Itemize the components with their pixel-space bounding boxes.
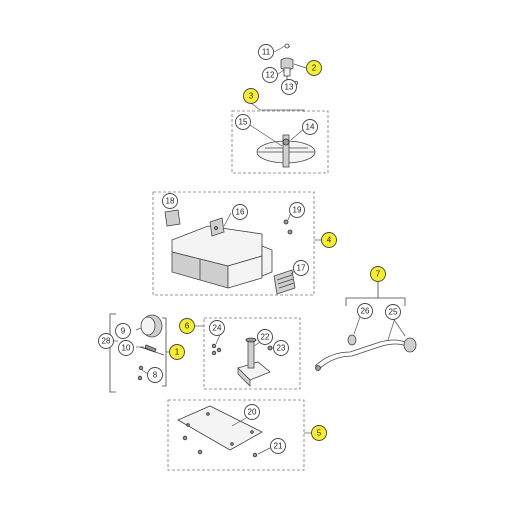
callout-part-8: 8 xyxy=(147,367,163,383)
callout-group-3: 3 xyxy=(243,88,259,104)
callout-part-23: 23 xyxy=(273,340,289,356)
callout-part-16: 16 xyxy=(232,204,248,220)
svg-text:3: 3 xyxy=(249,92,254,101)
callout-part-13: 13 xyxy=(281,79,297,95)
svg-text:23: 23 xyxy=(277,344,286,353)
callout-part-15: 15 xyxy=(235,114,251,130)
svg-text:19: 19 xyxy=(293,206,302,215)
svg-text:17: 17 xyxy=(297,264,306,273)
callout-part-19: 19 xyxy=(289,202,305,218)
svg-text:16: 16 xyxy=(236,208,245,217)
svg-text:18: 18 xyxy=(166,197,175,206)
svg-text:21: 21 xyxy=(274,442,283,451)
svg-text:5: 5 xyxy=(317,429,322,438)
svg-text:15: 15 xyxy=(239,118,248,127)
callout-part-25: 25 xyxy=(385,304,401,320)
callout-part-11: 11 xyxy=(258,44,274,60)
callout-group-1: 1 xyxy=(169,344,185,360)
assembly-1 xyxy=(109,313,172,393)
svg-text:8: 8 xyxy=(153,371,158,380)
svg-text:9: 9 xyxy=(121,327,126,336)
assembly-3 xyxy=(231,102,329,174)
assembly-5 xyxy=(167,399,312,471)
assembly-7 xyxy=(314,281,417,371)
callout-group-6: 6 xyxy=(179,318,195,334)
svg-text:10: 10 xyxy=(122,344,131,353)
svg-text:6: 6 xyxy=(185,322,190,331)
svg-text:24: 24 xyxy=(213,324,222,333)
svg-text:11: 11 xyxy=(262,48,271,57)
callout-part-18: 18 xyxy=(162,193,178,209)
callout-part-9: 9 xyxy=(115,323,131,339)
svg-text:14: 14 xyxy=(306,123,315,132)
callout-part-26: 26 xyxy=(357,303,373,319)
svg-text:22: 22 xyxy=(261,333,270,342)
callout-group-5: 5 xyxy=(311,425,327,441)
assembly-6 xyxy=(194,317,301,390)
assembly-4 xyxy=(152,191,322,296)
assembly-2 xyxy=(273,43,307,87)
svg-text:20: 20 xyxy=(248,408,257,417)
callout-part-14: 14 xyxy=(302,119,318,135)
callout-part-28: 28 xyxy=(98,333,114,349)
callout-part-17: 17 xyxy=(293,260,309,276)
callout-part-22: 22 xyxy=(257,329,273,345)
callout-group-4: 4 xyxy=(321,232,337,248)
callout-group-2: 2 xyxy=(306,60,322,76)
svg-text:4: 4 xyxy=(327,236,332,245)
svg-text:2: 2 xyxy=(312,64,317,73)
callout-part-24: 24 xyxy=(209,320,225,336)
svg-text:26: 26 xyxy=(361,307,370,316)
svg-text:12: 12 xyxy=(266,71,275,80)
svg-text:28: 28 xyxy=(102,337,111,346)
callout-part-12: 12 xyxy=(262,67,278,83)
svg-text:7: 7 xyxy=(376,270,381,279)
callout-part-10: 10 xyxy=(118,340,134,356)
callout-group-7: 7 xyxy=(370,266,386,282)
svg-text:13: 13 xyxy=(285,83,294,92)
svg-text:1: 1 xyxy=(175,348,180,357)
svg-text:25: 25 xyxy=(389,308,398,317)
callout-part-21: 21 xyxy=(270,438,286,454)
callout-part-20: 20 xyxy=(244,404,260,420)
